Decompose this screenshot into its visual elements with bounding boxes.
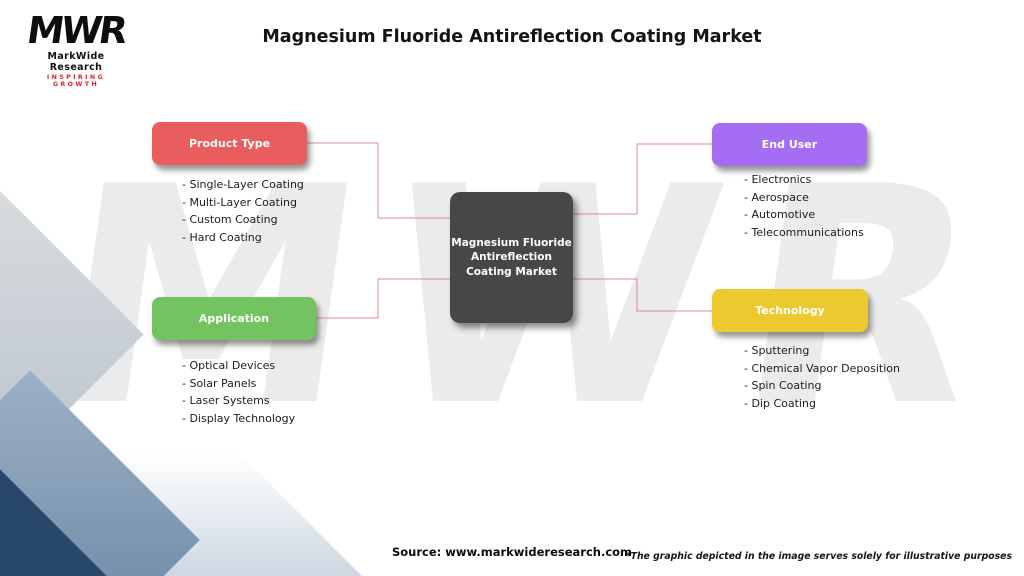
- list-item: - Dip Coating: [744, 396, 816, 410]
- list-item: - Single-Layer Coating: [182, 178, 304, 191]
- list-item: - Automotive: [744, 208, 816, 221]
- list-item: - Optical Devices: [182, 359, 276, 372]
- list-item: - Telecommunications: [744, 225, 864, 239]
- logo-tagline: INSPIRING GROWTH: [46, 74, 106, 88]
- segment-technology-list: - Sputtering - Chemical Vapor Deposition…: [744, 342, 900, 412]
- list-item: - Multi-Layer Coating: [182, 195, 297, 209]
- segment-label: Technology: [755, 304, 825, 317]
- center-node: Magnesium Fluoride Antireflection Coatin…: [450, 192, 573, 323]
- list-item: - Electronics: [744, 173, 812, 186]
- list-item: - Solar Panels: [182, 376, 257, 390]
- segment-product-type: Product Type: [152, 122, 307, 165]
- logo: MWR MarkWide Research INSPIRING GROWTH: [22, 9, 130, 88]
- center-node-line: Coating Market: [466, 265, 557, 278]
- segment-label: End User: [761, 138, 818, 151]
- list-item: - Sputtering: [744, 344, 810, 357]
- page-title: Magnesium Fluoride Antireflection Coatin…: [262, 27, 762, 47]
- segment-technology: Technology: [712, 289, 868, 332]
- list-item: - Display Technology: [182, 411, 296, 425]
- list-item: - Laser Systems: [182, 394, 270, 407]
- list-item: - Custom Coating: [182, 213, 278, 226]
- center-node-line: Antireflection: [471, 251, 552, 264]
- list-item: - Hard Coating: [182, 230, 262, 244]
- list-item: - Chemical Vapor Deposition: [744, 361, 900, 375]
- segment-application-list: - Optical Devices - Solar Panels - Laser…: [182, 357, 295, 427]
- segment-product-type-list: - Single-Layer Coating - Multi-Layer Coa…: [182, 176, 304, 246]
- segment-label: Product Type: [188, 137, 271, 150]
- list-item: - Aerospace: [744, 190, 809, 204]
- segment-label: Application: [198, 312, 270, 325]
- logo-name: MarkWide Research: [47, 51, 105, 73]
- disclaimer-text: *The graphic depicted in the image serve…: [625, 551, 1012, 562]
- segment-end-user: End User: [712, 123, 867, 166]
- source-text: Source: www.markwideresearch.com: [391, 545, 633, 559]
- center-node-line: Magnesium Fluoride: [451, 236, 572, 249]
- list-item: - Spin Coating: [744, 379, 822, 392]
- segment-application: Application: [152, 297, 316, 340]
- segment-end-user-list: - Electronics - Aerospace - Automotive -…: [744, 171, 864, 241]
